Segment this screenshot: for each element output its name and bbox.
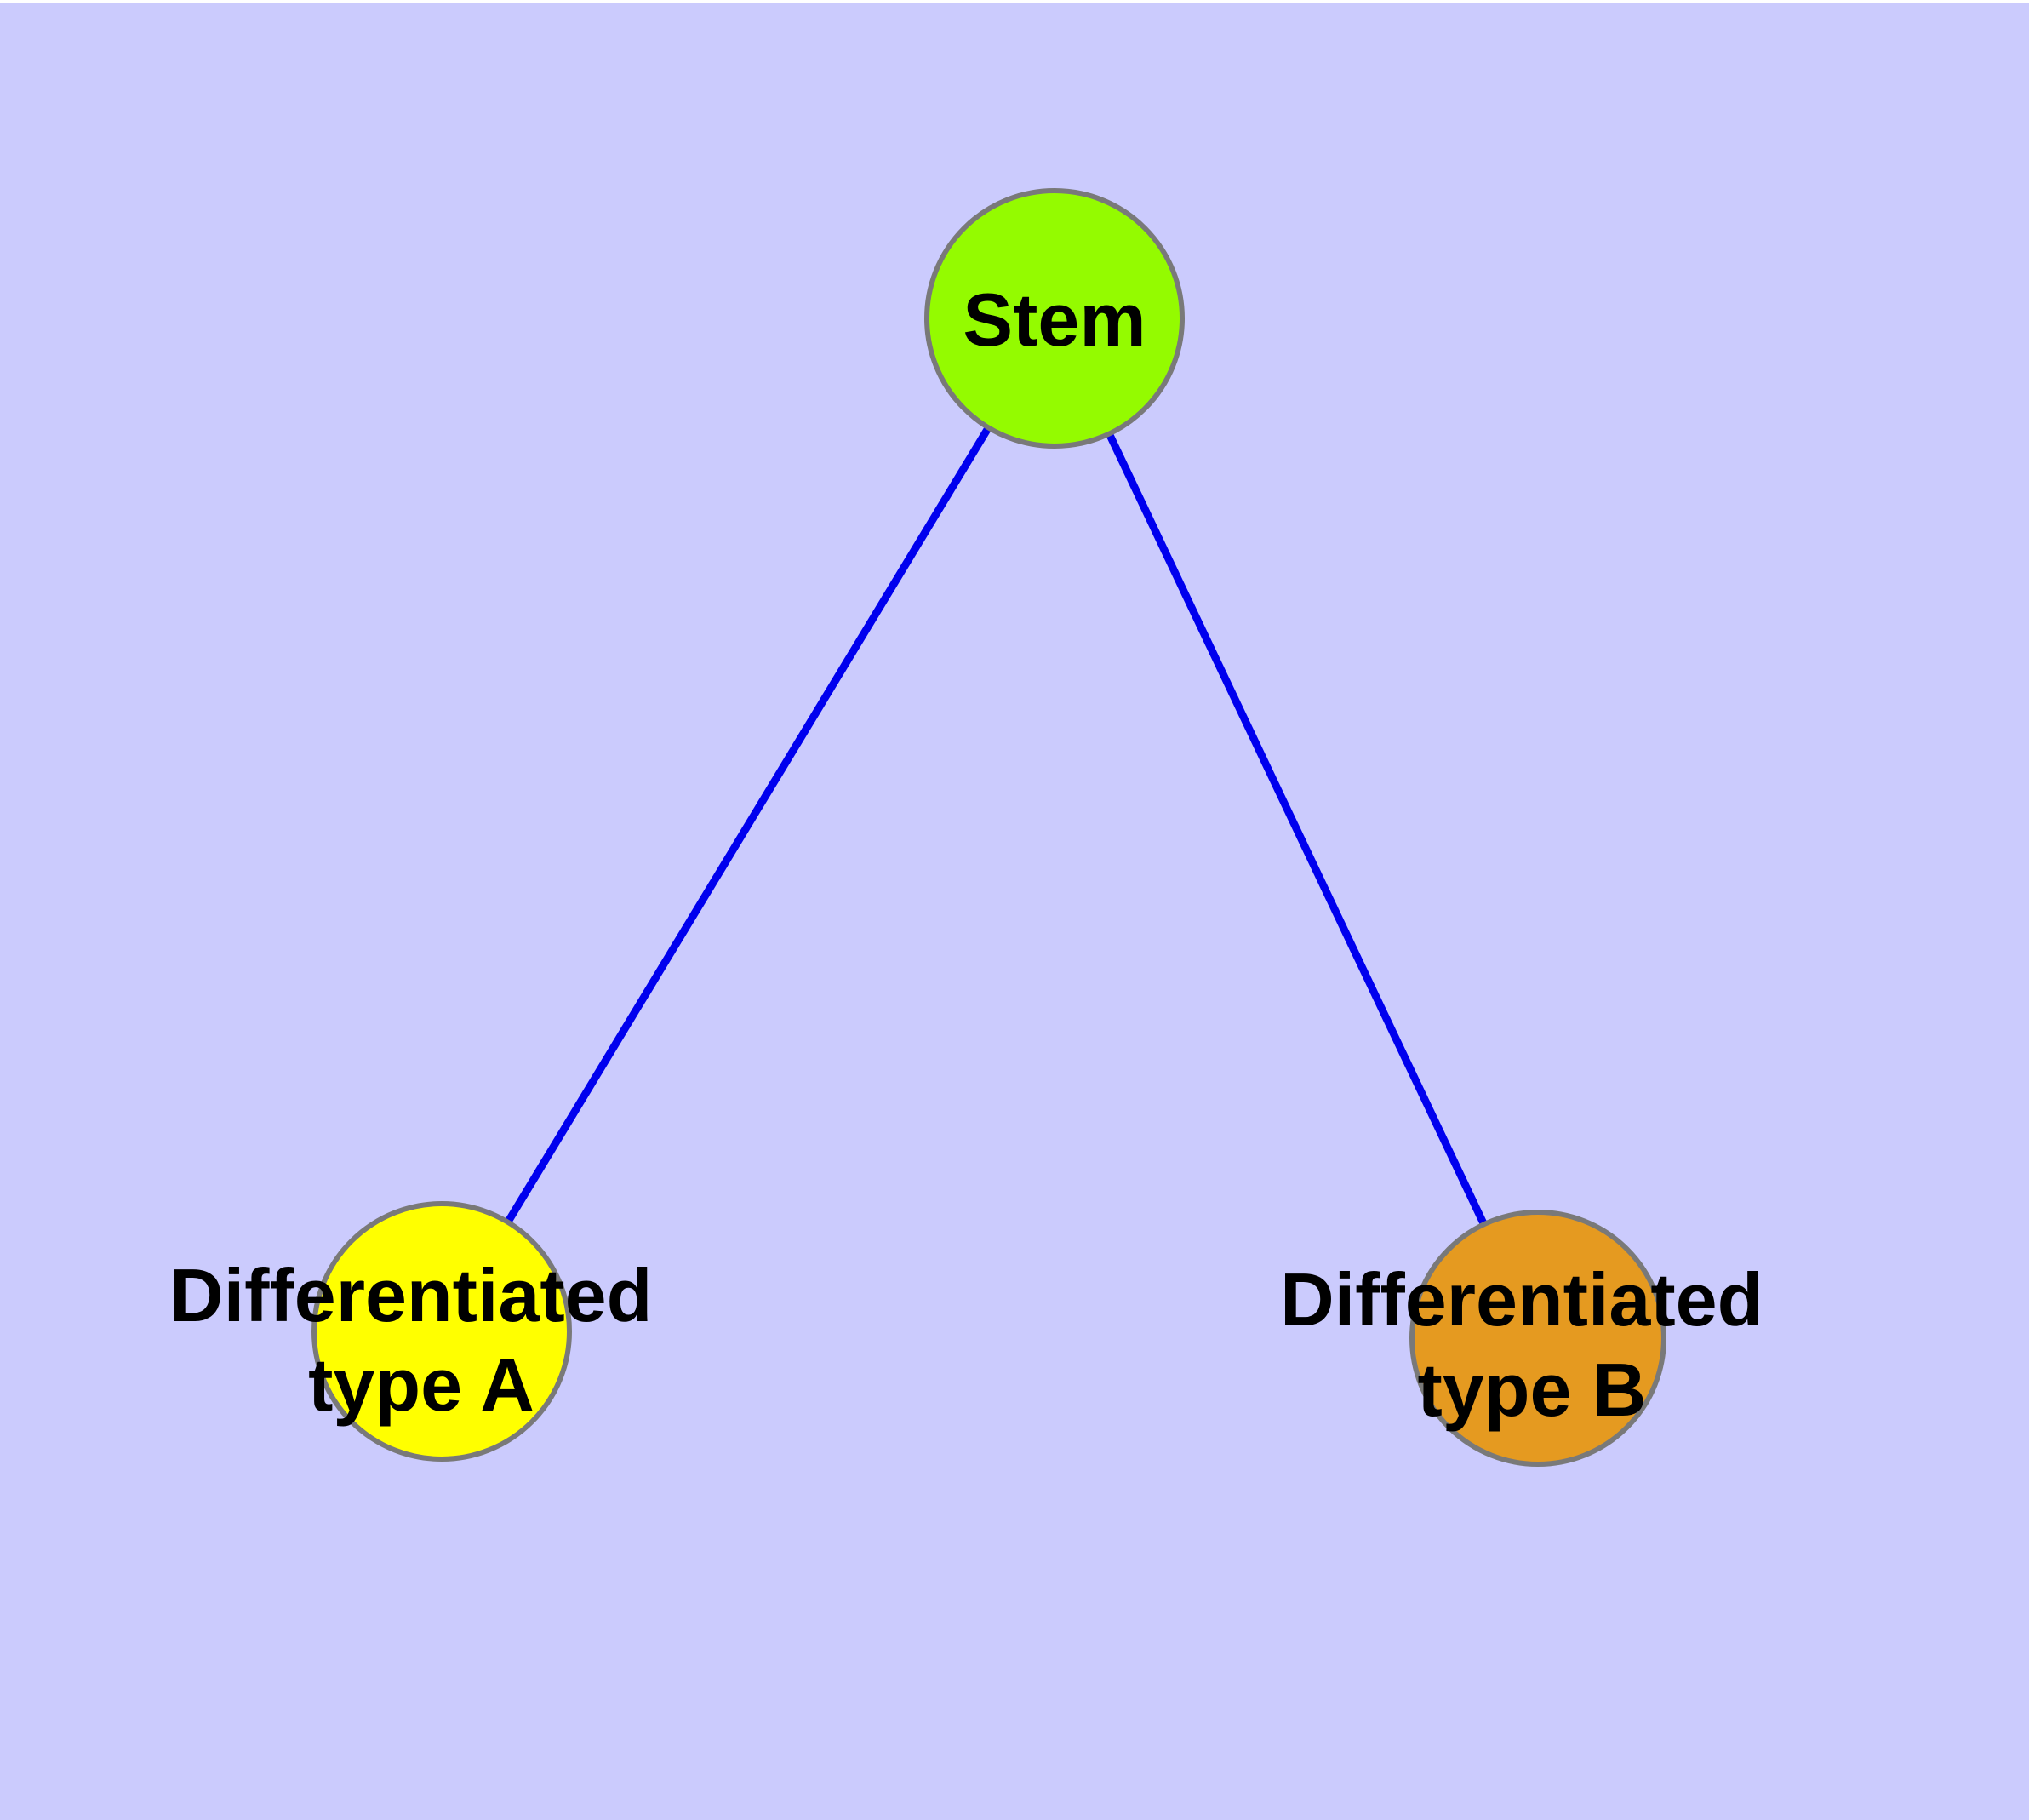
window-top-strip: [0, 0, 2029, 3]
edge-stem-to-type-a: [438, 316, 1058, 1334]
node-differentiated-type-b[interactable]: [1409, 1210, 1666, 1467]
node-type-b-label-line1: Differentiated: [1280, 1257, 1763, 1342]
node-type-a-label-line1: Differentiated: [169, 1253, 652, 1337]
node-stem[interactable]: [924, 188, 1185, 449]
node-type-b-label: Differentiated type B: [1280, 1257, 1784, 1432]
node-type-a-label: Differentiated type A: [169, 1253, 673, 1427]
node-differentiated-type-a[interactable]: [311, 1201, 572, 1462]
node-type-a-label-line2: type A: [308, 1342, 534, 1427]
edge-stem-to-type-b: [1050, 317, 1542, 1340]
node-type-b-label-line2: type B: [1418, 1348, 1647, 1432]
node-stem-label: Stem: [963, 278, 1146, 362]
